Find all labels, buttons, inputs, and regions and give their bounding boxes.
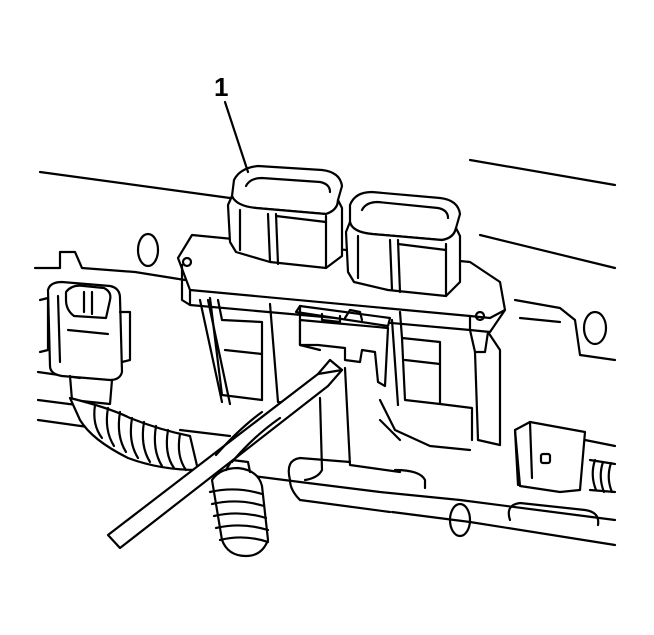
wiring-harness-lower	[208, 458, 270, 558]
wiring-harness-right	[583, 438, 617, 494]
callout-label-1: 1	[214, 72, 228, 102]
harness-connector-left	[38, 280, 132, 406]
connector-left	[226, 164, 344, 270]
background-housing	[33, 158, 617, 547]
wiring-harness-left	[68, 396, 200, 472]
mounting-bracket-right	[513, 420, 587, 494]
screwdriver-tool	[106, 358, 344, 550]
connector-right	[344, 190, 462, 298]
callout-leader-line	[223, 100, 250, 174]
callout-1: 1	[214, 72, 250, 174]
